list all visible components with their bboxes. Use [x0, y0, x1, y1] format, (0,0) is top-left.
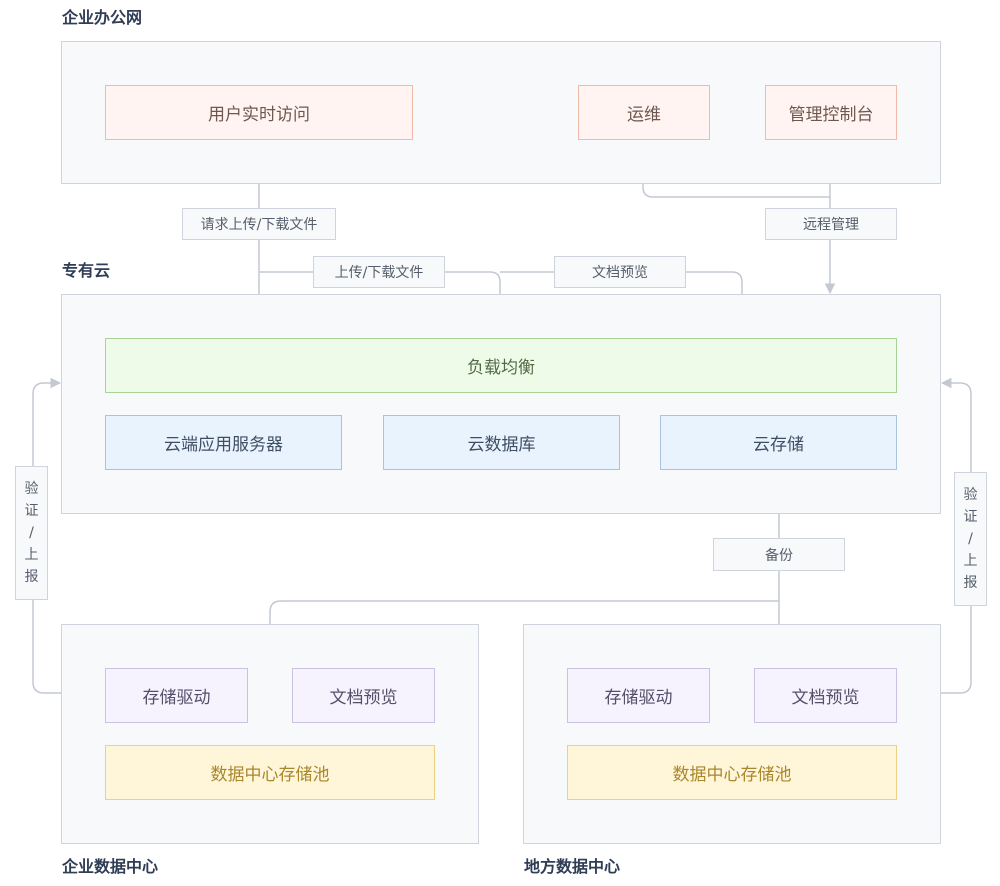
- local-dc-container: [523, 624, 941, 844]
- edge-enterprise-backup: [269, 600, 779, 624]
- local-storage-pool-node[interactable]: 数据中心存储池: [567, 745, 897, 800]
- request-transfer-label: 请求上传/下载文件: [182, 208, 336, 240]
- edge-ops: [642, 140, 830, 198]
- verify-report-left-label: 验 证 / 上 报: [15, 466, 48, 600]
- verify-left-char: /: [29, 525, 34, 541]
- load-balancer-node[interactable]: 负载均衡: [105, 338, 897, 393]
- cloud-storage-node[interactable]: 云存储: [660, 415, 897, 470]
- local-dc-title: 地方数据中心: [524, 857, 621, 876]
- enterprise-storage-pool-node[interactable]: 数据中心存储池: [105, 745, 435, 800]
- verify-report-right-label: 验 证 / 上 报: [954, 472, 987, 606]
- backup-label: 备份: [713, 538, 845, 571]
- enterprise-dc-container: [61, 624, 479, 844]
- verify-left-char: 报: [24, 569, 39, 585]
- verify-right-char: 验: [963, 487, 978, 503]
- verify-right-char: 报: [963, 575, 978, 591]
- private-cloud-container: [61, 294, 941, 514]
- verify-right-char: /: [968, 531, 973, 547]
- user-access-node[interactable]: 用户实时访问: [105, 85, 413, 140]
- verify-left-char: 上: [24, 547, 39, 563]
- verify-right-char: 上: [963, 553, 978, 569]
- verify-left-char: 验: [24, 481, 39, 497]
- enterprise-doc-preview-node[interactable]: 文档预览: [292, 668, 435, 723]
- app-server-node[interactable]: 云端应用服务器: [105, 415, 342, 470]
- enterprise-dc-title: 企业数据中心: [62, 857, 159, 876]
- cloud-database-node[interactable]: 云数据库: [383, 415, 620, 470]
- local-storage-driver-node[interactable]: 存储驱动: [567, 668, 710, 723]
- local-doc-preview-node[interactable]: 文档预览: [754, 668, 897, 723]
- private-cloud-title: 专有云: [62, 261, 111, 280]
- remote-manage-label: 远程管理: [765, 208, 897, 240]
- doc-preview-edge-label: 文档预览: [554, 256, 686, 288]
- office-network-title: 企业办公网: [62, 8, 143, 27]
- verify-left-char: 证: [24, 503, 39, 519]
- ops-node[interactable]: 运维: [578, 85, 710, 140]
- edge-transfer: [259, 271, 506, 339]
- verify-right-char: 证: [963, 509, 978, 525]
- enterprise-storage-driver-node[interactable]: 存储驱动: [105, 668, 248, 723]
- transfer-label: 上传/下载文件: [313, 256, 445, 288]
- console-node[interactable]: 管理控制台: [765, 85, 897, 140]
- edge-doc-preview: [500, 271, 748, 339]
